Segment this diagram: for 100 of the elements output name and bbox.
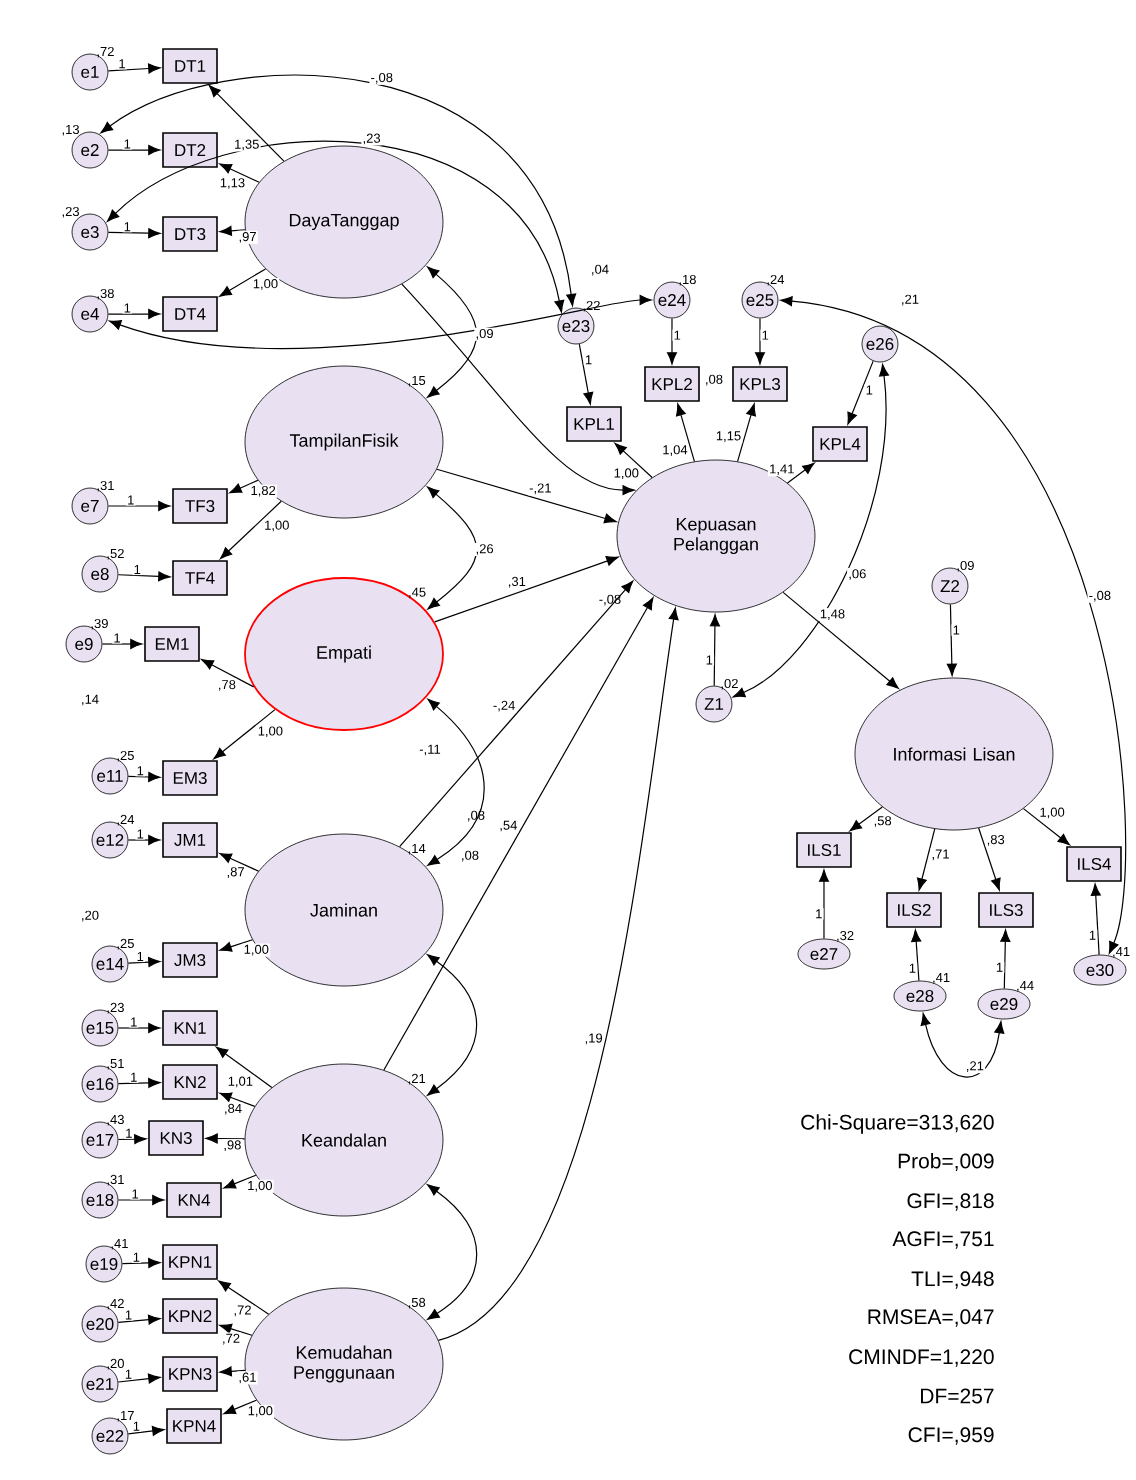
- path-arrow: [101, 639, 143, 650]
- covariance-arrow: [427, 954, 478, 1096]
- path-arrow: [117, 1023, 161, 1034]
- path-arrow: [737, 403, 756, 463]
- path-arrow: [127, 957, 161, 968]
- fit-statistic: RMSEA=,047: [868, 1309, 994, 1327]
- indicator-box: KN3: [148, 1120, 204, 1156]
- path-arrow: [117, 1194, 165, 1206]
- path-arrow: [219, 1092, 256, 1107]
- path-arrow: [917, 828, 936, 891]
- indicator-box: KPN1: [162, 1244, 218, 1280]
- path-arrow: [978, 827, 1001, 891]
- indicator-box: ILS3: [978, 892, 1034, 928]
- path-arrow: [818, 869, 829, 940]
- path-arrow: [754, 317, 765, 365]
- path-arrow: [219, 939, 254, 952]
- path-arrow: [223, 1399, 258, 1415]
- indicator-box: ILS2: [886, 892, 942, 928]
- path-arrow: [205, 1133, 246, 1144]
- indicator-box: KPN2: [162, 1298, 218, 1334]
- fit-statistic: CFI=,959: [908, 1427, 994, 1445]
- path-arrow: [117, 1134, 147, 1145]
- indicator-box: KPN3: [162, 1356, 218, 1392]
- indicator-box: KN1: [162, 1010, 218, 1046]
- path-arrow: [218, 1280, 270, 1315]
- covariance-arrow: [108, 295, 652, 350]
- path-arrow: [786, 462, 815, 484]
- path-arrow: [107, 63, 161, 74]
- indicator-box: KPL4: [812, 426, 868, 462]
- fit-statistic: CMINDF=1,220: [849, 1349, 994, 1367]
- path-arrow: [383, 597, 654, 1071]
- path-arrow: [107, 309, 161, 320]
- path-arrow: [436, 468, 617, 524]
- path-arrow: [127, 835, 161, 846]
- path-arrow: [782, 591, 899, 689]
- covariance-arrow: [107, 140, 565, 313]
- indicator-box: ILS4: [1066, 846, 1122, 882]
- indicator-box: KPL3: [732, 366, 788, 402]
- path-arrow: [1000, 929, 1011, 990]
- fit-statistic: DF=257: [921, 1388, 994, 1404]
- indicator-box: DT4: [162, 296, 218, 332]
- indicator-box: DT2: [162, 132, 218, 168]
- path-arrow: [121, 1257, 161, 1268]
- indicator-box: EM3: [162, 760, 218, 796]
- path-arrow: [219, 1323, 253, 1336]
- indicator-box: KN2: [162, 1064, 218, 1100]
- indicator-box: TF4: [172, 560, 228, 596]
- indicator-box: KPN4: [166, 1408, 222, 1444]
- path-arrow: [219, 853, 260, 872]
- indicator-box: KN4: [166, 1182, 222, 1218]
- path-arrow: [229, 479, 259, 494]
- fit-statistic: AGFI=,751: [892, 1231, 994, 1249]
- path-arrow: [107, 228, 161, 239]
- path-arrow: [847, 360, 874, 425]
- indicator-box: JM3: [162, 942, 218, 978]
- path-arrow: [219, 1366, 246, 1377]
- path-arrow: [614, 442, 653, 479]
- path-arrow: [1022, 808, 1071, 846]
- indicator-box: DT1: [162, 48, 218, 84]
- path-arrow: [107, 145, 161, 156]
- path-arrow: [434, 556, 619, 623]
- fit-statistic: Prob=,009: [898, 1153, 994, 1171]
- covariance-arrow: [427, 698, 485, 866]
- path-arrow: [578, 343, 594, 405]
- fit-statistic: GFI=,818: [907, 1193, 994, 1211]
- path-arrow: [219, 268, 267, 297]
- path-arrow: [117, 1314, 161, 1325]
- path-arrow: [107, 501, 171, 512]
- path-arrow: [201, 659, 255, 688]
- covariance-arrow: [780, 296, 1126, 954]
- path-arrow: [127, 771, 161, 782]
- covariance-arrow: [426, 266, 478, 398]
- path-arrow: [911, 929, 922, 982]
- path-arrow: [208, 84, 285, 162]
- path-arrow: [215, 1046, 273, 1089]
- fit-statistic: TLI=,948: [911, 1271, 994, 1289]
- path-arrow: [117, 571, 171, 582]
- indicator-box: EM1: [144, 626, 200, 662]
- path-arrow: [1090, 883, 1101, 956]
- path-arrow: [437, 607, 679, 1341]
- path-arrow: [117, 1373, 161, 1384]
- covariance-arrow: [732, 364, 889, 698]
- covariance-arrow: [920, 1013, 1005, 1078]
- indicator-box: DT3: [162, 216, 218, 252]
- path-arrow: [849, 806, 883, 832]
- path-arrow: [219, 225, 246, 236]
- covariance-arrow: [100, 75, 577, 307]
- fit-statistic: Chi-Square=313,620: [801, 1114, 994, 1134]
- indicator-box: JM1: [162, 822, 218, 858]
- indicator-box: KPL2: [644, 366, 700, 402]
- path-arrow: [399, 580, 634, 848]
- path-arrow: [223, 1174, 257, 1189]
- path-arrow: [219, 163, 260, 183]
- covariance-arrow: [426, 486, 478, 610]
- indicator-box: TF3: [172, 488, 228, 524]
- path-arrow: [666, 317, 677, 365]
- path-arrow: [117, 1077, 161, 1088]
- path-arrow: [676, 403, 695, 463]
- path-arrow: [127, 1425, 165, 1436]
- indicator-box: ILS1: [796, 832, 852, 868]
